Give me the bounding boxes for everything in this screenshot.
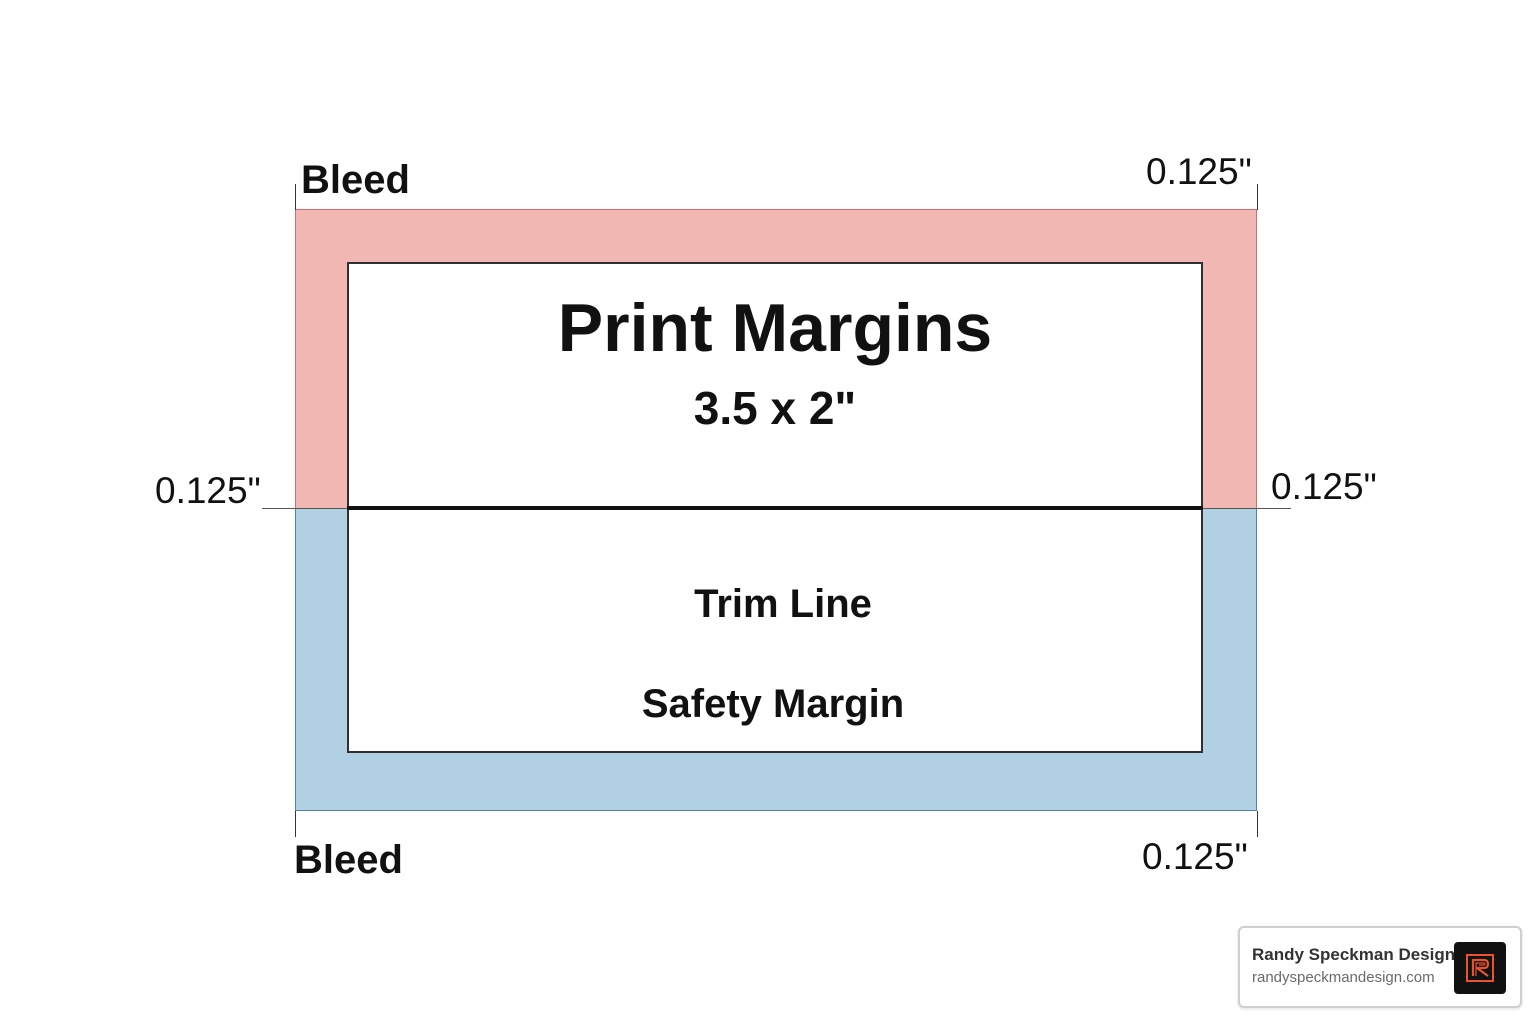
leader-line-right: [1203, 508, 1291, 509]
tick-mark-bottom-left: [295, 811, 296, 837]
tick-mark-top-left: [295, 184, 296, 210]
branding-badge[interactable]: Randy Speckman Design randyspeckmandesig…: [1238, 926, 1522, 1008]
measurement-bottom-right: 0.125": [1142, 836, 1248, 877]
tick-mark-bottom-right: [1257, 811, 1258, 837]
brand-name: Randy Speckman Design: [1252, 945, 1456, 964]
leader-line-left: [262, 508, 347, 509]
card-size-label: 3.5 x 2": [693, 382, 857, 434]
rsd-logo-icon: [1454, 942, 1506, 994]
bleed-label-bottom: Bleed: [294, 838, 403, 882]
brand-url[interactable]: randyspeckmandesign.com: [1252, 969, 1435, 986]
measurement-top-right: 0.125": [1146, 151, 1252, 192]
diagram-title: Print Margins: [557, 290, 993, 366]
measurement-left: 0.125": [155, 470, 261, 511]
trim-line-label: Trim Line: [694, 582, 872, 626]
rsd-logo-glyph: [1466, 954, 1494, 982]
measurement-right: 0.125": [1271, 466, 1377, 507]
trim-line: [347, 506, 1203, 510]
tick-mark-top-right: [1257, 184, 1258, 210]
safety-margin-label: Safety Margin: [641, 682, 905, 726]
bleed-label-top: Bleed: [301, 158, 410, 202]
